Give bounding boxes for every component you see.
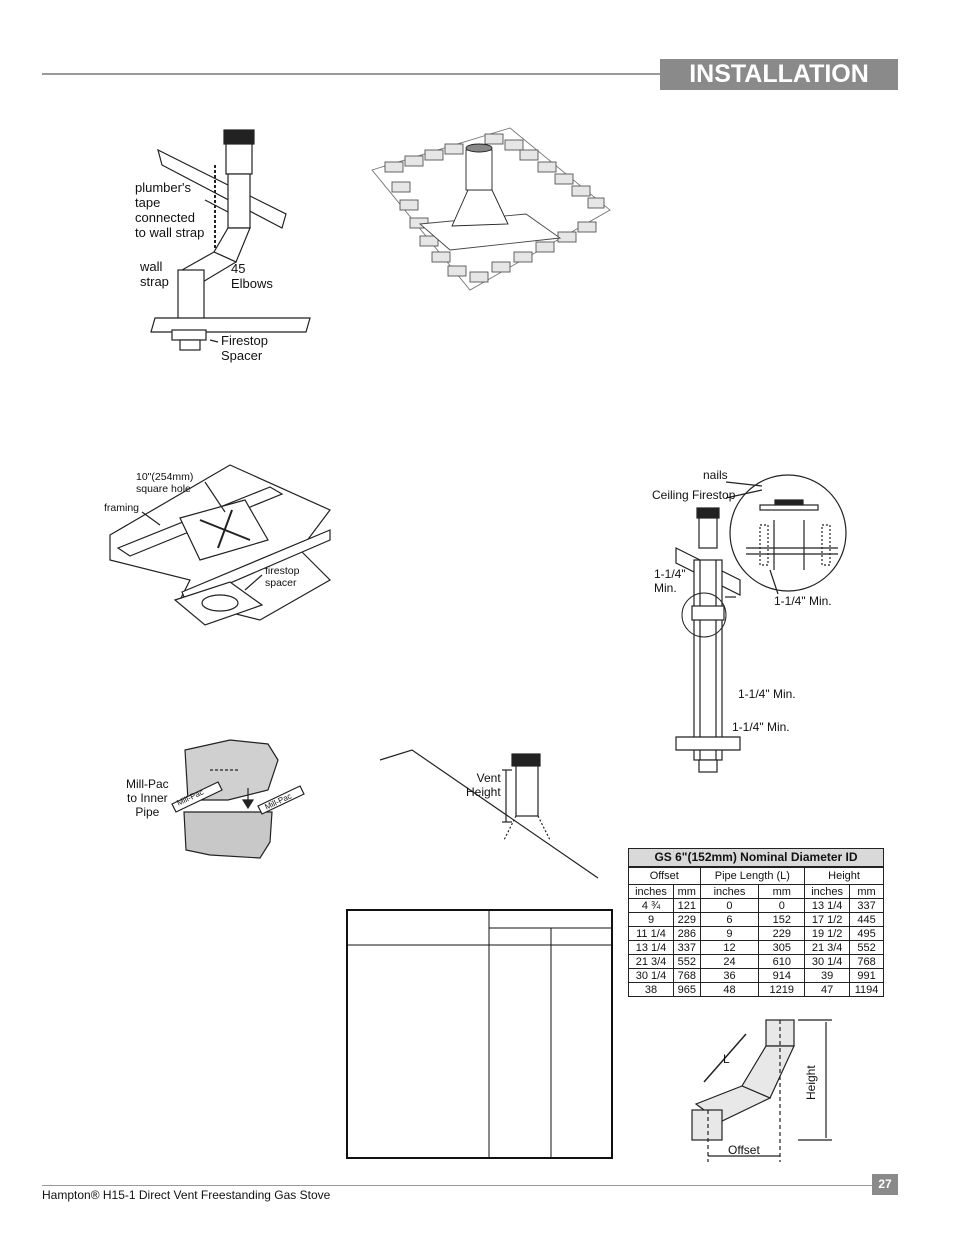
gs-table-title: GS 6"(152mm) Nominal Diameter ID <box>628 848 884 867</box>
table-cell: 39 <box>804 968 851 983</box>
millpac-label: Mill-Pac to Inner Pipe <box>126 777 169 819</box>
height-label: Height <box>804 1065 818 1100</box>
section-title: INSTALLATION <box>660 59 898 90</box>
vent-height-figure <box>379 749 599 879</box>
table-cell: 47 <box>804 982 851 997</box>
table-cell: 30 1/4 <box>628 968 674 983</box>
group-height: Height <box>804 867 884 885</box>
gs-table: Offset Pipe Length (L) Height inches mm … <box>628 867 884 997</box>
table-cell: 152 <box>758 912 806 927</box>
table-cell: 17 1/2 <box>804 912 851 927</box>
clearance-low-label: 1-1/4" Min. <box>732 720 790 734</box>
table-cell: 21 3/4 <box>804 940 851 955</box>
unit-cell: inches <box>699 884 760 899</box>
table-cell: 991 <box>849 968 884 983</box>
table-cell: 229 <box>758 926 806 941</box>
group-pipe-length: Pipe Length (L) <box>699 867 806 885</box>
unit-cell: mm <box>849 884 884 899</box>
ceiling-firestop-figure <box>675 474 847 773</box>
empty-table <box>346 909 613 1159</box>
offset-length-figure <box>691 1019 832 1162</box>
table-cell: 0 <box>699 898 760 913</box>
square-hole-label: 10"(254mm) square hole <box>136 471 194 495</box>
framing-firestop-label: firestop spacer <box>265 565 300 589</box>
table-cell: 13 1/4 <box>628 940 674 955</box>
table-cell: 12 <box>699 940 760 955</box>
table-cell: 4 ¾ <box>628 898 674 913</box>
footer-rule <box>42 1185 872 1186</box>
table-cell: 914 <box>758 968 806 983</box>
header-rule <box>42 73 660 75</box>
framing-figure <box>109 464 331 626</box>
table-cell: 495 <box>849 926 884 941</box>
table-cell: 337 <box>849 898 884 913</box>
table-cell: 13 1/4 <box>804 898 851 913</box>
table-cell: 6 <box>699 912 760 927</box>
ceiling-firestop-label: Ceiling Firestop <box>652 488 736 502</box>
table-cell: 229 <box>673 912 701 927</box>
table-cell: 337 <box>673 940 701 955</box>
table-cell: 768 <box>849 954 884 969</box>
table-cell: 768 <box>673 968 701 983</box>
plumbers-tape-label: plumber's tape connected to wall strap <box>135 180 205 240</box>
table-cell: 19 1/2 <box>804 926 851 941</box>
nails-label: nails <box>703 468 728 482</box>
table-cell: 552 <box>673 954 701 969</box>
table-cell: 30 1/4 <box>804 954 851 969</box>
table-cell: 9 <box>628 912 674 927</box>
empty-table-grid <box>348 911 611 1157</box>
table-cell: 286 <box>673 926 701 941</box>
millpac-figure <box>171 739 305 859</box>
table-cell: 36 <box>699 968 760 983</box>
table-cell: 1194 <box>849 982 884 997</box>
wall-strap-label: wall strap <box>140 259 169 289</box>
table-cell: 1219 <box>758 982 806 997</box>
table-cell: 965 <box>673 982 701 997</box>
page-number: 27 <box>872 1174 898 1195</box>
table-cell: 24 <box>699 954 760 969</box>
unit-cell: mm <box>673 884 701 899</box>
roof-flashing-figure <box>371 127 611 291</box>
table-cell: 48 <box>699 982 760 997</box>
table-cell: 9 <box>699 926 760 941</box>
table-cell: 0 <box>758 898 806 913</box>
vent-height-label: Vent Height <box>466 771 501 799</box>
framing-label: framing <box>104 502 140 514</box>
table-cell: 21 3/4 <box>628 954 674 969</box>
unit-cell: mm <box>758 884 806 899</box>
unit-cell: inches <box>804 884 851 899</box>
group-offset: Offset <box>628 867 701 885</box>
elbows-label: 45 Elbows <box>231 261 273 291</box>
firestop-spacer-label: Firestop Spacer <box>221 333 268 363</box>
unit-cell: inches <box>628 884 674 899</box>
table-cell: 552 <box>849 940 884 955</box>
footer-title: Hampton® H15-1 Direct Vent Freestanding … <box>42 1188 331 1202</box>
offset-elbow-figure <box>150 129 311 351</box>
clearance-mid-label: 1-1/4" Min. <box>738 687 796 701</box>
table-cell: 610 <box>758 954 806 969</box>
clearance-right-label: 1-1/4" Min. <box>774 594 832 608</box>
table-cell: 121 <box>673 898 701 913</box>
table-cell: 11 1/4 <box>628 926 674 941</box>
table-cell: 38 <box>628 982 674 997</box>
clearance-left-label: 1-1/4" Min. <box>654 567 686 595</box>
pipe-length-label: L <box>723 1052 730 1066</box>
table-cell: 305 <box>758 940 806 955</box>
table-cell: 445 <box>849 912 884 927</box>
offset-label: Offset <box>728 1143 760 1157</box>
